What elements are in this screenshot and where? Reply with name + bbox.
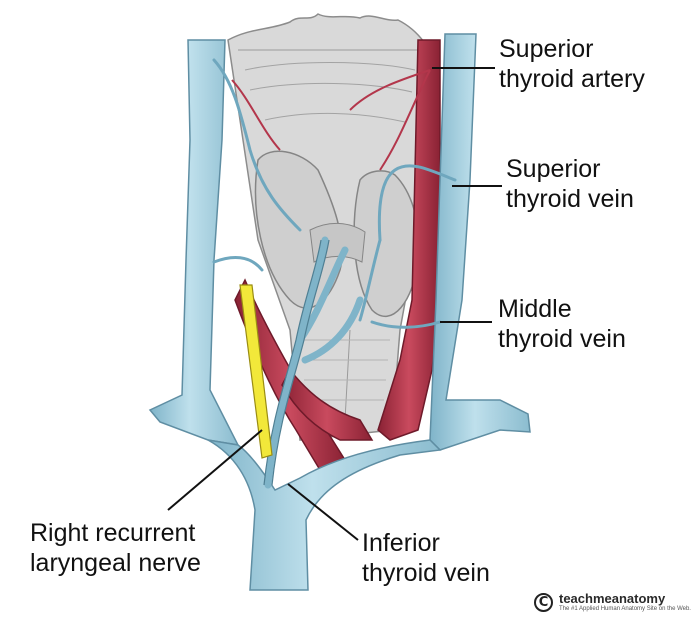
label-line-2: thyroid artery <box>499 65 645 93</box>
label-line-1: Superior <box>499 35 594 63</box>
copyright-icon: C <box>534 593 553 612</box>
leader-recurrent-nerve <box>167 429 263 511</box>
brand-name: teachmeanatomy <box>559 591 666 606</box>
superior-thyroid-arteries <box>231 69 431 171</box>
leader-inferior-vein <box>287 483 359 541</box>
thyroid-venous-plexus <box>212 58 457 329</box>
label-line-1: Inferior <box>362 529 440 557</box>
label-line-1: Right recurrent <box>30 519 196 547</box>
label-superior-thyroid-artery: Superior thyroid artery <box>499 34 645 94</box>
brand-watermark: C teachmeanatomy The #1 Applied Human An… <box>534 592 691 613</box>
label-line-2: thyroid vein <box>362 559 490 587</box>
brand-tagline: The #1 Applied Human Anatomy Site on the… <box>559 606 691 612</box>
label-superior-thyroid-vein: Superior thyroid vein <box>506 154 634 214</box>
label-inferior-thyroid-vein: Inferior thyroid vein <box>362 528 490 588</box>
leader-lines <box>167 67 502 541</box>
label-line-2: thyroid vein <box>498 325 626 353</box>
label-right-recurrent-laryngeal-nerve: Right recurrent laryngeal nerve <box>30 518 201 578</box>
label-line-2: laryngeal nerve <box>30 549 201 577</box>
label-middle-thyroid-vein: Middle thyroid vein <box>498 294 626 354</box>
label-line-1: Superior <box>506 155 601 183</box>
recurrent-laryngeal-nerve <box>239 284 273 459</box>
label-line-1: Middle <box>498 295 572 323</box>
label-line-2: thyroid vein <box>506 185 634 213</box>
